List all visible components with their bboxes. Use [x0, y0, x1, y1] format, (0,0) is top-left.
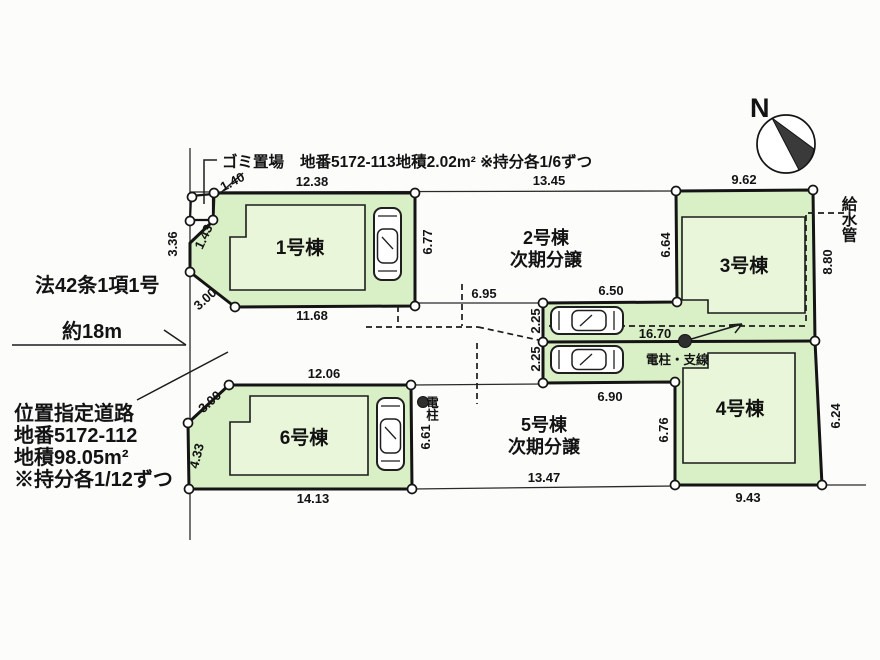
car-icon-driveway-2 [550, 345, 624, 374]
building-3 [681, 216, 806, 314]
lot2-title: 2号棟 [523, 227, 570, 248]
lot5-title: 5号棟 [521, 414, 568, 435]
road-info-line1: 位置指定道路 [14, 401, 135, 425]
dim-gap: 6.95 [471, 286, 496, 301]
road-length-label: 約18m [62, 319, 122, 343]
north-compass: N [750, 93, 816, 174]
dim-lot1-bottom: 11.68 [296, 308, 328, 323]
pole-wire-label: 電柱・支線 [646, 352, 709, 367]
dim-lot3-right: 8.80 [820, 249, 835, 274]
parcel-note: 地番5172-113地積2.02m² ※持分各1/6ずつ [300, 152, 592, 171]
dim-driveway-top: 6.50 [598, 283, 623, 298]
dim-driveway-left-lower: 2.25 [528, 346, 543, 371]
dim-lot6-right: 6.61 [418, 424, 433, 449]
utility-poles [417, 334, 692, 408]
lot1-title: 1号棟 [276, 236, 326, 259]
road-info-line3: 地積98.05m² [14, 446, 129, 469]
pole-icon-lot6 [417, 396, 429, 408]
dim-lot4-left: 6.76 [656, 417, 671, 442]
dim-lot2-top: 13.45 [533, 173, 566, 188]
dim-lot6-left: 4.33 [186, 442, 207, 470]
car-icon-lot6 [376, 397, 405, 471]
dim-lot1-top: 12.38 [296, 174, 329, 189]
dim-driveway-left-upper: 2.25 [528, 308, 543, 333]
dim-lot6-top: 12.06 [308, 366, 341, 381]
garbage-leader [203, 159, 217, 204]
lot2-subtitle: 次期分譲 [510, 249, 583, 270]
water-pipe-label: 給水管 [840, 195, 858, 244]
dim-road-frontage: 3.36 [165, 231, 180, 256]
driveway-arrow [687, 323, 743, 341]
road-info-leader [136, 351, 229, 401]
buildings [229, 204, 806, 476]
dim-lot4-right: 6.24 [828, 403, 843, 429]
dim-lot1-right: 6.77 [420, 229, 435, 254]
car-icon-lot1 [373, 207, 402, 281]
garbage-dim-leader [216, 172, 244, 197]
dim-lot3-left: 6.64 [658, 232, 673, 258]
leaders-arrows [12, 159, 743, 401]
road-info-line4: ※持分各1/12ずつ [14, 467, 173, 491]
corner-markers [182, 184, 828, 495]
pole-label: 電柱 [424, 396, 438, 422]
dim-lot3-top: 9.62 [731, 172, 756, 187]
compass-needle [771, 117, 815, 171]
dim-driveway-length: 16.70 [639, 326, 672, 341]
road-law-label: 法42条1項1号 [35, 273, 160, 297]
building-6 [229, 395, 369, 476]
lot-titles: 1号棟 2号棟 次期分譲 3号棟 4号棟 5号棟 次期分譲 6号棟 [276, 227, 770, 457]
lot6-title: 6号棟 [280, 426, 330, 449]
lot5-subtitle: 次期分譲 [508, 436, 581, 457]
building-4 [682, 352, 796, 464]
road-info-line2: 地番5172-112 [14, 424, 137, 447]
north-label: N [750, 93, 770, 123]
garbage-label: ゴミ置場 [222, 152, 285, 171]
pole-icon-driveway [678, 334, 692, 348]
dim-lot4-bottom: 9.43 [735, 490, 760, 505]
dim-lot6-bottom: 14.13 [297, 491, 330, 506]
building-1 [229, 204, 366, 291]
annotations: ゴミ置場 地番5172-113地積2.02m² ※持分各1/6ずつ 法42条1項… [14, 152, 857, 491]
dim-lot5-bottom: 13.47 [528, 470, 561, 485]
lot3-title: 3号棟 [720, 254, 770, 277]
lot4-title: 4号棟 [716, 397, 766, 420]
dim-driveway-bottom: 6.90 [597, 389, 622, 404]
car-icon-driveway-1 [550, 306, 624, 335]
